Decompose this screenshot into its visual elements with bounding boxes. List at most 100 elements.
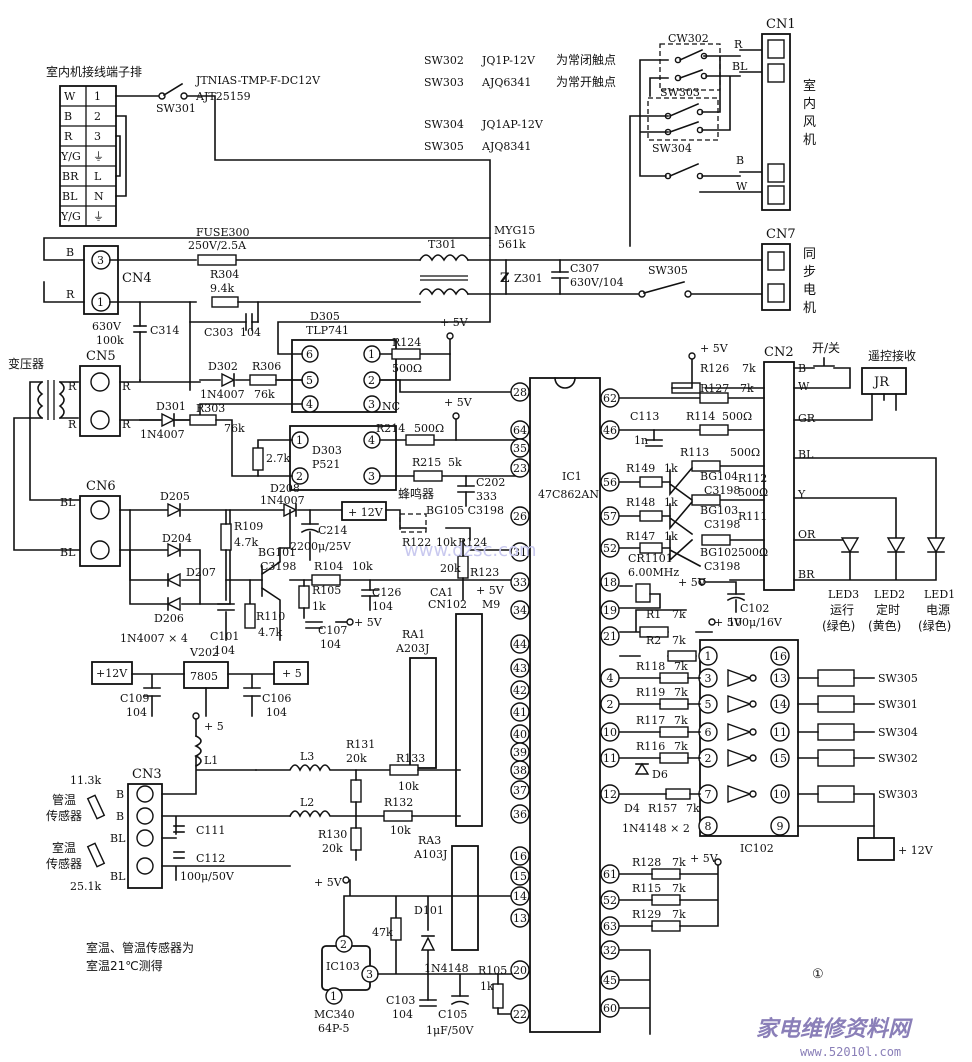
bg101-transistor: BG101 C3198 xyxy=(258,546,296,641)
cn6-ref: CN6 xyxy=(86,479,116,494)
power-switch: 开/关 xyxy=(793,341,851,389)
fuse300-ref: FUSE300 xyxy=(196,226,249,239)
cn1-connector: CN1 R BL B W 室内风机 xyxy=(732,17,816,211)
fuse300-value: 250V/2.5A xyxy=(188,239,247,252)
l1-inductor: + 5 L1 xyxy=(192,712,224,768)
ic102-buffer-3 xyxy=(727,723,753,741)
bg102-ref: BG102 xyxy=(700,546,738,559)
note-sw305-ref: SW305 xyxy=(424,140,464,153)
ic1-left-pin-28-circle xyxy=(510,382,530,402)
bridge-part: 1N4007 × 4 xyxy=(120,632,188,645)
r303-ref: R303 xyxy=(196,402,225,415)
r27k-resistor: 2.7k xyxy=(252,447,290,471)
v202-part: 7805 xyxy=(190,670,218,683)
r1-supply: + 5V xyxy=(714,616,743,629)
c202-value: 333 xyxy=(476,490,497,503)
c214-value: 2200μ/25V xyxy=(290,540,352,553)
ic102-right-pin-11-circle xyxy=(770,722,790,742)
led3-color: (绿色) xyxy=(822,618,855,633)
r47k-value: 47k xyxy=(372,926,393,939)
d303-ref: D303 xyxy=(312,444,342,457)
ic102-buffer-1 xyxy=(727,669,753,687)
status-leds: LED3 运行 (绿色) LED2 定时 (黄色) LED1 电源 (绿色) xyxy=(822,537,955,633)
d305-nc: NC xyxy=(382,400,400,413)
cw302-label: CW302 xyxy=(668,32,709,45)
svg-text:1: 1 xyxy=(296,434,303,447)
sw301-part2: AJT25159 xyxy=(195,90,251,103)
r105b-ref: R105 xyxy=(478,964,507,977)
r303-value: 76k xyxy=(224,422,245,435)
cn6-pin2: BL xyxy=(60,546,76,559)
led1-name: 电源 xyxy=(926,603,950,617)
ic102-right-pin-13: 13 xyxy=(773,672,787,685)
cn4-pin-r: R xyxy=(66,288,75,301)
ic1-left-pin-38-circle xyxy=(510,760,530,780)
r2-ref: R2 xyxy=(646,634,661,647)
c102-value: 100μ/16V xyxy=(728,616,783,629)
ic1-right-pin-2-9-circle xyxy=(600,694,620,714)
cn3-pipe-label: 管温传感器 xyxy=(46,792,82,823)
r306-resistor: R306 76k xyxy=(249,360,303,401)
ic1-right-pin-21-7: 21 xyxy=(603,630,617,643)
ic1-right-pin-2-9: 2 xyxy=(607,698,614,711)
sensor-resistors: R131 20k R133 10k R130 20k R132 10k xyxy=(318,738,461,861)
r303-resistor: R303 76k xyxy=(189,402,259,477)
r109-ref: R109 xyxy=(234,520,263,533)
t301-ref: T301 xyxy=(428,238,456,251)
ic1-left-pin-15: 15 xyxy=(513,870,527,883)
bg101-ref: BG101 xyxy=(258,546,296,559)
c112-ref: C112 xyxy=(196,852,225,865)
ic1-left-pin-13-circle xyxy=(510,908,530,928)
sw301-switch: SW301 JTNIAS-TMP-F-DC12V AJT25159 xyxy=(156,74,321,115)
c113-value: 1n xyxy=(634,434,648,447)
c107-value: 104 xyxy=(320,638,341,651)
r147-value: 1k xyxy=(664,530,678,543)
r148-value: 1k xyxy=(664,496,678,509)
buzzer-label: 蜂鸣器 xyxy=(398,486,434,501)
v202-in: +12V xyxy=(96,667,128,680)
r111-ref: R111 xyxy=(738,510,767,523)
ic1-left-pin-42: 42 xyxy=(513,684,527,697)
tb-row-2-left: B xyxy=(64,110,72,123)
ic102-left-pin-6: 6 xyxy=(705,726,712,739)
ic1-right-pin-4-8: 4 xyxy=(607,672,614,685)
note-sw302-part: JQ1P-12V xyxy=(481,54,536,67)
c126-value: 104 xyxy=(372,600,393,613)
out-sw303: SW303 xyxy=(878,788,918,801)
ic1-left-pin-14-circle xyxy=(510,886,530,906)
cn6-pin1: BL xyxy=(60,496,76,509)
ic1-left-pin-23-circle xyxy=(510,458,530,478)
c303-capacitor: C303 104 xyxy=(189,313,261,339)
ic1-right-pin-61-13-circle xyxy=(600,864,620,884)
r47k-resistor: 47k xyxy=(372,917,402,941)
r110-value: 4.7k xyxy=(258,626,282,639)
c303-value: 104 xyxy=(240,326,261,339)
ic1-left-pin-22-circle xyxy=(510,1004,530,1024)
r304-value: 9.4k xyxy=(210,282,234,295)
pullup-resistors: + 5V R128 7k R115 7k R129 7k xyxy=(619,852,722,932)
r112-value: 500Ω xyxy=(738,486,768,499)
d305-ref: D305 xyxy=(310,310,340,323)
ic1-left-pin-26-circle xyxy=(510,506,530,526)
ic1-right-pin-57-3-circle xyxy=(600,506,620,526)
sw305-ref: SW305 xyxy=(648,264,688,277)
ic1-right-pin-60-18-circle xyxy=(600,998,620,1018)
svg-text:1: 1 xyxy=(330,990,337,1003)
ic1-left-pin-20-circle xyxy=(510,960,530,980)
cn4-p1: 1 xyxy=(97,296,104,309)
svg-text:3: 3 xyxy=(368,398,375,411)
note-sw303-note: 为常开触点 xyxy=(556,75,616,89)
remote-ref: JR xyxy=(872,375,890,390)
l1-supply: + 5 xyxy=(204,720,224,733)
remote-receiver: 遥控接收 JR xyxy=(793,348,916,421)
r117-value: 7k xyxy=(674,714,688,727)
sw305-switch: SW305 xyxy=(638,264,692,298)
cn2-pin-gr: GR xyxy=(798,412,816,425)
ic1-right-pin-32-16: 32 xyxy=(603,944,617,957)
d301-diode: D301 1N4007 xyxy=(139,400,191,441)
c105-value: 1μF/50V xyxy=(426,1024,474,1037)
r119-value: 7k xyxy=(674,686,688,699)
d101-ref: D101 xyxy=(414,904,444,917)
tb-row-3-right: 3 xyxy=(94,130,101,143)
r115-ref: R115 xyxy=(632,882,661,895)
